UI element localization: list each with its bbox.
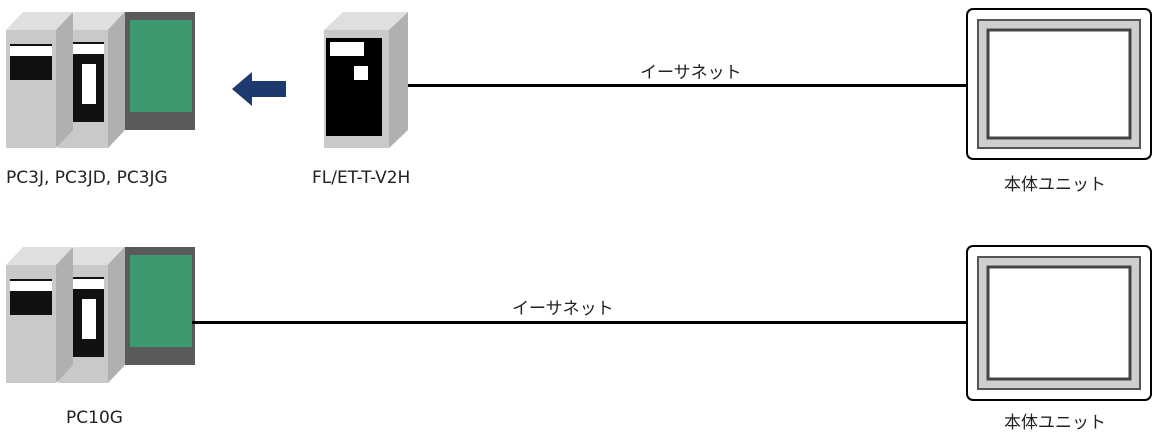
plc-base-green — [130, 20, 192, 112]
plc-label-row1: PC3J, PC3JD, PC3JG — [6, 168, 168, 188]
hmi-panel-row1 — [966, 8, 1152, 160]
plc-rack-pc10g — [6, 247, 195, 383]
ethernet-cable-row1 — [408, 84, 966, 87]
plc-rack-pc3j — [6, 12, 195, 148]
link-label-row1: イーサネット — [640, 63, 742, 83]
plc-base-green — [130, 255, 192, 347]
plc-label-row2: PC10G — [66, 408, 123, 428]
ethernet-cable-row2 — [192, 321, 966, 324]
panel-label-row1: 本体ユニット — [1004, 175, 1106, 195]
panel-label-row2: 本体ユニット — [1004, 413, 1106, 433]
hmi-panel-row2 — [966, 245, 1152, 401]
arrow-left-icon — [232, 72, 286, 106]
module-label-row1: FL/ET-T-V2H — [312, 168, 411, 188]
link-label-row2: イーサネット — [512, 299, 614, 319]
ethernet-module-fl-et — [324, 12, 408, 148]
